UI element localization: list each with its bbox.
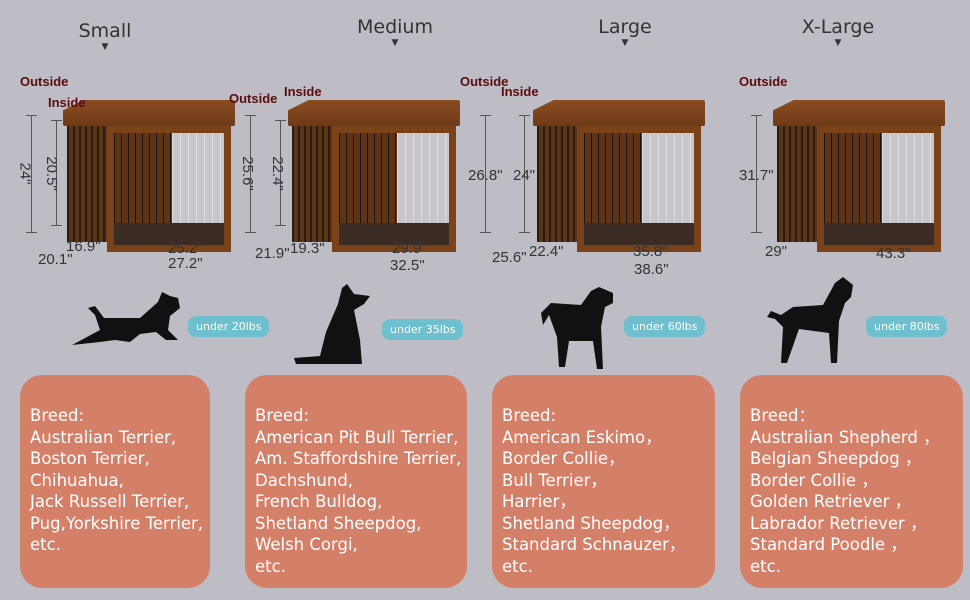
xlarge-dog-silhouette	[767, 277, 853, 363]
height-dimension-line	[751, 115, 762, 233]
breed-item: Shetland Sheepdog,	[255, 513, 422, 533]
height-dimension-line	[51, 120, 62, 226]
inside-depth: 22.4"	[529, 243, 564, 260]
arrow-down-icon: ▼	[834, 38, 842, 48]
outside-height: 24"	[16, 162, 34, 185]
title-text: Small	[78, 20, 132, 42]
breed-item: Welsh Corgi,	[255, 535, 358, 554]
breed-item: Golden Retriever ，	[750, 492, 912, 511]
outside-label: Outside	[20, 74, 69, 89]
breed-card-large: Breed: American Eskimo， Border Collie， B…	[492, 375, 715, 588]
large-dog-silhouette	[541, 287, 613, 369]
breed-item: etc.	[750, 556, 781, 576]
breed-item: Border Collie，	[502, 449, 625, 468]
outside-height: 25.6"	[238, 156, 256, 191]
outside-width: 38.6"	[634, 261, 669, 278]
size-title-xlarge: X-Large▼	[778, 16, 898, 48]
breed-card-xlarge: Breed： Australian Shepherd ， Belgian She…	[740, 375, 963, 588]
inside-height: 22.4"	[268, 156, 286, 191]
breed-item: Pug,Yorkshire Terrier,	[30, 513, 204, 533]
breed-item: etc.	[255, 556, 286, 576]
size-title-large: Large▼	[565, 16, 685, 48]
outside-height: 26.8"	[468, 167, 503, 184]
arrow-down-icon: ▼	[621, 38, 629, 48]
breed-item: American Eskimo，	[502, 427, 662, 447]
height-dimension-line	[245, 115, 256, 233]
breed-item: Border Collie ，	[750, 470, 878, 490]
crate-image-medium	[288, 100, 460, 255]
breed-item: French Bulldog,	[255, 492, 383, 511]
height-dimension-line	[480, 115, 491, 233]
arrow-down-icon: ▼	[391, 38, 399, 48]
outside-label: Outside	[229, 91, 278, 106]
crate-image-large	[533, 100, 705, 255]
outside-depth: 25.6"	[492, 249, 527, 266]
crate-image-small	[63, 100, 235, 255]
outside-width: 43.3"	[876, 245, 911, 262]
title-text: Medium	[357, 16, 433, 38]
size-title-medium: Medium▼	[335, 16, 455, 48]
arrow-down-icon: ▼	[101, 42, 109, 52]
outside-label: Outside	[460, 74, 509, 89]
inside-label: Inside	[48, 95, 86, 110]
breed-heading: Breed：	[750, 406, 816, 425]
breed-item: Australian Terrier,	[30, 427, 177, 447]
breed-item: Australian Shepherd ，	[750, 427, 940, 447]
inside-width: 35.8"	[633, 243, 668, 260]
breed-item: Chihuahua,	[30, 470, 124, 490]
breed-heading: Breed:	[30, 406, 85, 425]
medium-dog-silhouette	[294, 284, 370, 364]
size-title-small: Small▼	[45, 20, 165, 52]
outside-label: Outside	[739, 74, 788, 89]
weight-badge: under 35lbs	[382, 319, 464, 340]
outside-width: 27.2"	[168, 255, 203, 272]
breed-item: etc.	[30, 535, 61, 554]
inside-height: 20.5"	[42, 156, 60, 191]
breed-item: Harrier，	[502, 492, 576, 511]
inside-label: Inside	[501, 84, 539, 99]
inside-depth: 16.9"	[66, 238, 101, 255]
breed-card-medium: Breed: American Pit Bull Terrier, Am. St…	[245, 375, 467, 588]
breed-item: Labrador Retriever ，	[750, 513, 927, 533]
title-text: Large	[598, 16, 652, 38]
crate-image-xlarge	[773, 100, 945, 255]
breed-item: American Pit Bull Terrier,	[255, 427, 459, 447]
breed-card-small: Breed: Australian Terrier, Boston Terrie…	[20, 375, 210, 588]
outside-depth: 21.9"	[255, 245, 290, 262]
breed-heading: Breed:	[255, 406, 310, 425]
breed-heading: Breed:	[502, 406, 557, 425]
small-dog-silhouette	[72, 292, 180, 345]
weight-badge: under 80lbs	[866, 316, 948, 337]
breed-item: Belgian Sheepdog ，	[750, 449, 922, 468]
height-dimension-line	[519, 115, 530, 233]
height-dimension-line	[26, 115, 37, 233]
breed-item: Standard Schnauzer，	[502, 535, 686, 554]
height-dimension-line	[275, 120, 286, 226]
breed-item: Am. Staffordshire Terrier,	[255, 449, 462, 468]
inside-depth: 19.3"	[290, 240, 325, 257]
breed-item: Jack Russell Terrier,	[30, 492, 190, 511]
title-text: X-Large	[801, 16, 875, 38]
breed-item: Shetland Sheepdog，	[502, 513, 680, 533]
outside-depth: 20.1"	[38, 251, 73, 268]
inside-width: 25.2"	[168, 240, 203, 257]
weight-badge: under 20lbs	[188, 316, 270, 337]
outside-height: 31.7"	[739, 167, 774, 184]
inside-height: 24"	[513, 167, 536, 184]
outside-depth: 29"	[765, 243, 788, 260]
breed-item: Standard Poodle ，	[750, 535, 907, 554]
breed-item: etc.	[502, 556, 533, 576]
weight-badge: under 60lbs	[624, 316, 706, 337]
breed-item: Boston Terrier,	[30, 449, 150, 468]
breed-item: Dachshund,	[255, 470, 354, 490]
inside-label: Inside	[284, 84, 322, 99]
outside-width: 32.5"	[390, 257, 425, 274]
breed-item: Bull Terrier，	[502, 470, 607, 490]
inside-width: 29.9"	[392, 240, 427, 257]
